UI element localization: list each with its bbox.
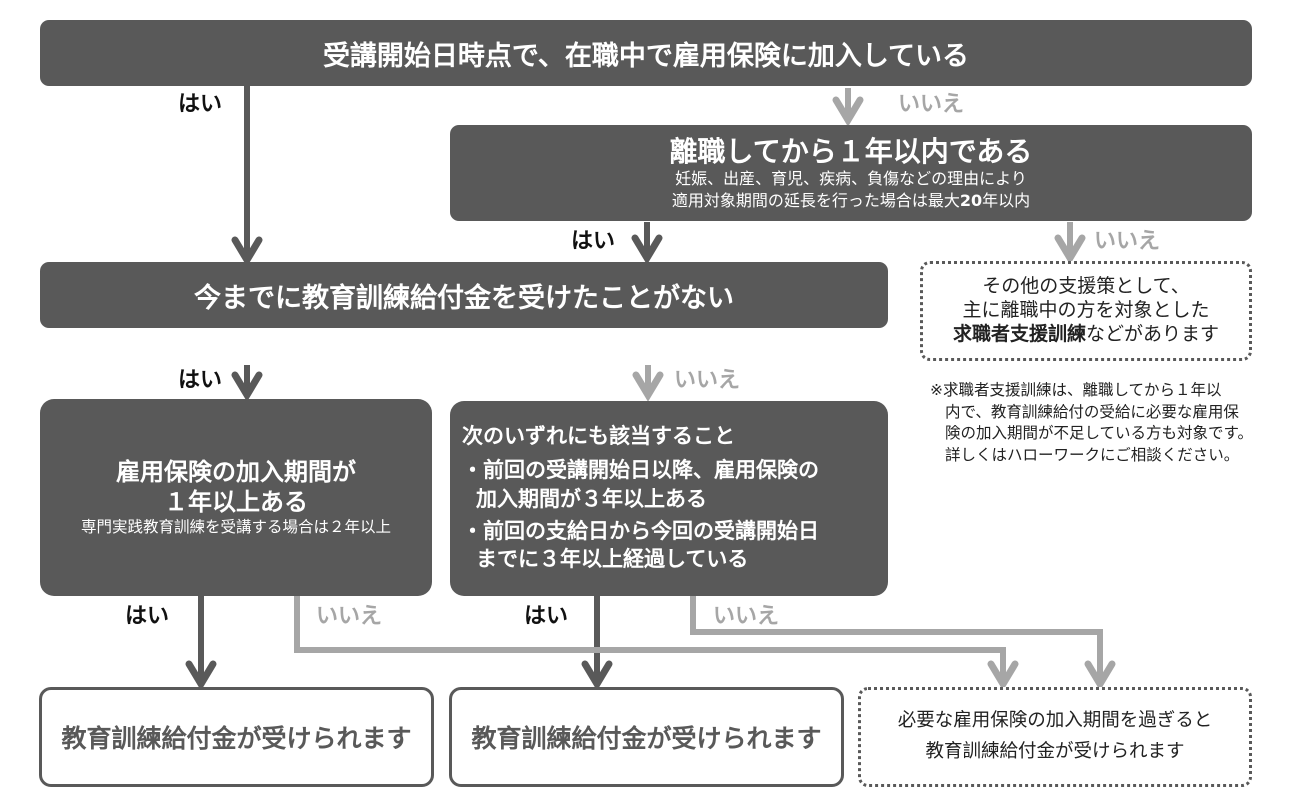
- question-within-one-year-note1: 妊娠、出産、育児、疾病、負傷などの理由により: [675, 169, 1027, 189]
- arrow-down-icon: [632, 371, 664, 402]
- question-within-one-year-note2: 適用対象期間の延長を行った場合は最大20年以内: [672, 190, 1030, 212]
- other-support-line3: 求職者支援訓練などがあります: [953, 323, 1219, 347]
- other-support-line3-rest: などがあります: [1086, 322, 1220, 345]
- job-seeker-training-note: ※求職者支援訓練は、離職してから１年以 内で、教育訓練給付の受給に必要な雇用保 …: [930, 380, 1253, 467]
- question-insured-one-year-title2: １年以上ある: [164, 487, 308, 516]
- condition-1: ・前回の受講開始日以降、雇用保険の 加入期間が３年以上ある: [462, 456, 888, 513]
- arrow-down-icon: [185, 660, 217, 691]
- yes-label-q3: はい: [178, 368, 223, 393]
- note-line4: 詳しくはハローワークにご相談ください。: [945, 446, 1240, 465]
- note2-prefix: 適用対象期間の延長を行った場合は最大: [671, 190, 960, 210]
- question-employed-insured: 受講開始日時点で、在職中で雇用保険に加入している: [40, 20, 1252, 86]
- connector-q5-no: [690, 596, 1103, 680]
- condition-2: ・前回の支給日から今回の受講開始日 までに３年以上経過している: [462, 517, 888, 574]
- result-after-period: 必要な雇用保険の加入期間を過ぎると 教育訓練給付金が受けられます: [858, 687, 1252, 787]
- question-employed-insured-text: 受講開始日時点で、在職中で雇用保険に加入している: [322, 40, 970, 72]
- arrow-down-icon: [1054, 234, 1086, 265]
- question-within-one-year-title: 離職してから１年以内である: [669, 134, 1033, 168]
- result-eligible-2: 教育訓練給付金が受けられます: [449, 687, 844, 787]
- result-eligible-1: 教育訓練給付金が受けられます: [39, 687, 434, 787]
- result-after-period-line1: 必要な雇用保険の加入期間を過ぎると: [897, 710, 1213, 732]
- question-both-conditions-title: 次のいずれにも該当すること: [462, 424, 735, 448]
- other-support-line1: その他の支援策として、: [982, 275, 1190, 298]
- question-insured-one-year-title1: 雇用保険の加入期間が: [116, 457, 356, 486]
- yes-label-q1: はい: [178, 92, 223, 117]
- no-label-q2: いいえ: [1094, 229, 1161, 254]
- note-line3: 険の加入期間が不足している方も対象です。: [945, 424, 1253, 443]
- question-both-conditions: 次のいずれにも該当すること ・前回の受講開始日以降、雇用保険の 加入期間が３年以…: [450, 401, 888, 596]
- yes-label-q4: はい: [125, 604, 170, 629]
- yes-label-q5: はい: [524, 604, 569, 629]
- question-no-prior-benefit-text: 今までに教育訓練給付金を受けたことがない: [194, 282, 734, 314]
- job-seeker-training: 求職者支援訓練: [952, 322, 1086, 345]
- other-support-box: その他の支援策として、 主に離職中の方を対象とした 求職者支援訓練などがあります: [920, 261, 1252, 361]
- result-after-period-line2: 教育訓練給付金が受けられます: [925, 741, 1185, 762]
- no-label-q4: いいえ: [316, 604, 383, 629]
- arrow-down-icon: [1084, 660, 1116, 691]
- condition-2-line2: までに３年以上経過している: [476, 547, 749, 572]
- arrow-down-icon: [231, 371, 263, 402]
- condition-1-line1: ・前回の受講開始日以降、雇用保険の: [462, 458, 819, 483]
- arrow-down-icon: [631, 234, 663, 265]
- condition-2-line1: ・前回の支給日から今回の受講開始日: [462, 518, 819, 543]
- note2-years: 20: [959, 190, 983, 210]
- question-insured-one-year: 雇用保険の加入期間が １年以上ある 専門実践教育訓練を受講する場合は２年以上: [40, 399, 432, 596]
- condition-1-line2: 加入期間が３年以上ある: [476, 486, 707, 511]
- no-label-q1: いいえ: [898, 92, 965, 117]
- question-no-prior-benefit: 今までに教育訓練給付金を受けたことがない: [40, 262, 888, 328]
- question-within-one-year: 離職してから１年以内である 妊娠、出産、育児、疾病、負傷などの理由により 適用対…: [450, 125, 1252, 221]
- note2-suffix: 年以内: [982, 190, 1031, 210]
- question-insured-one-year-note: 専門実践教育訓練を受講する場合は２年以上: [80, 517, 391, 536]
- arrow-down-icon: [231, 236, 263, 267]
- no-label-q5: いいえ: [713, 604, 780, 629]
- arrow-down-icon: [581, 660, 613, 691]
- result-eligible-2-text: 教育訓練給付金が受けられます: [471, 724, 822, 753]
- no-label-q3: いいえ: [674, 368, 741, 393]
- yes-label-q2: はい: [571, 229, 616, 254]
- arrow-down-icon: [987, 660, 1019, 691]
- connector-q4-no: [294, 596, 1006, 680]
- other-support-line2: 主に離職中の方を対象とした: [962, 299, 1210, 322]
- note-line1: ※求職者支援訓練は、離職してから１年以: [930, 381, 1222, 399]
- note-line2: 内で、教育訓練給付の受給に必要な雇用保: [945, 402, 1239, 421]
- arrow-down-icon: [832, 96, 864, 127]
- result-eligible-1-text: 教育訓練給付金が受けられます: [61, 724, 412, 753]
